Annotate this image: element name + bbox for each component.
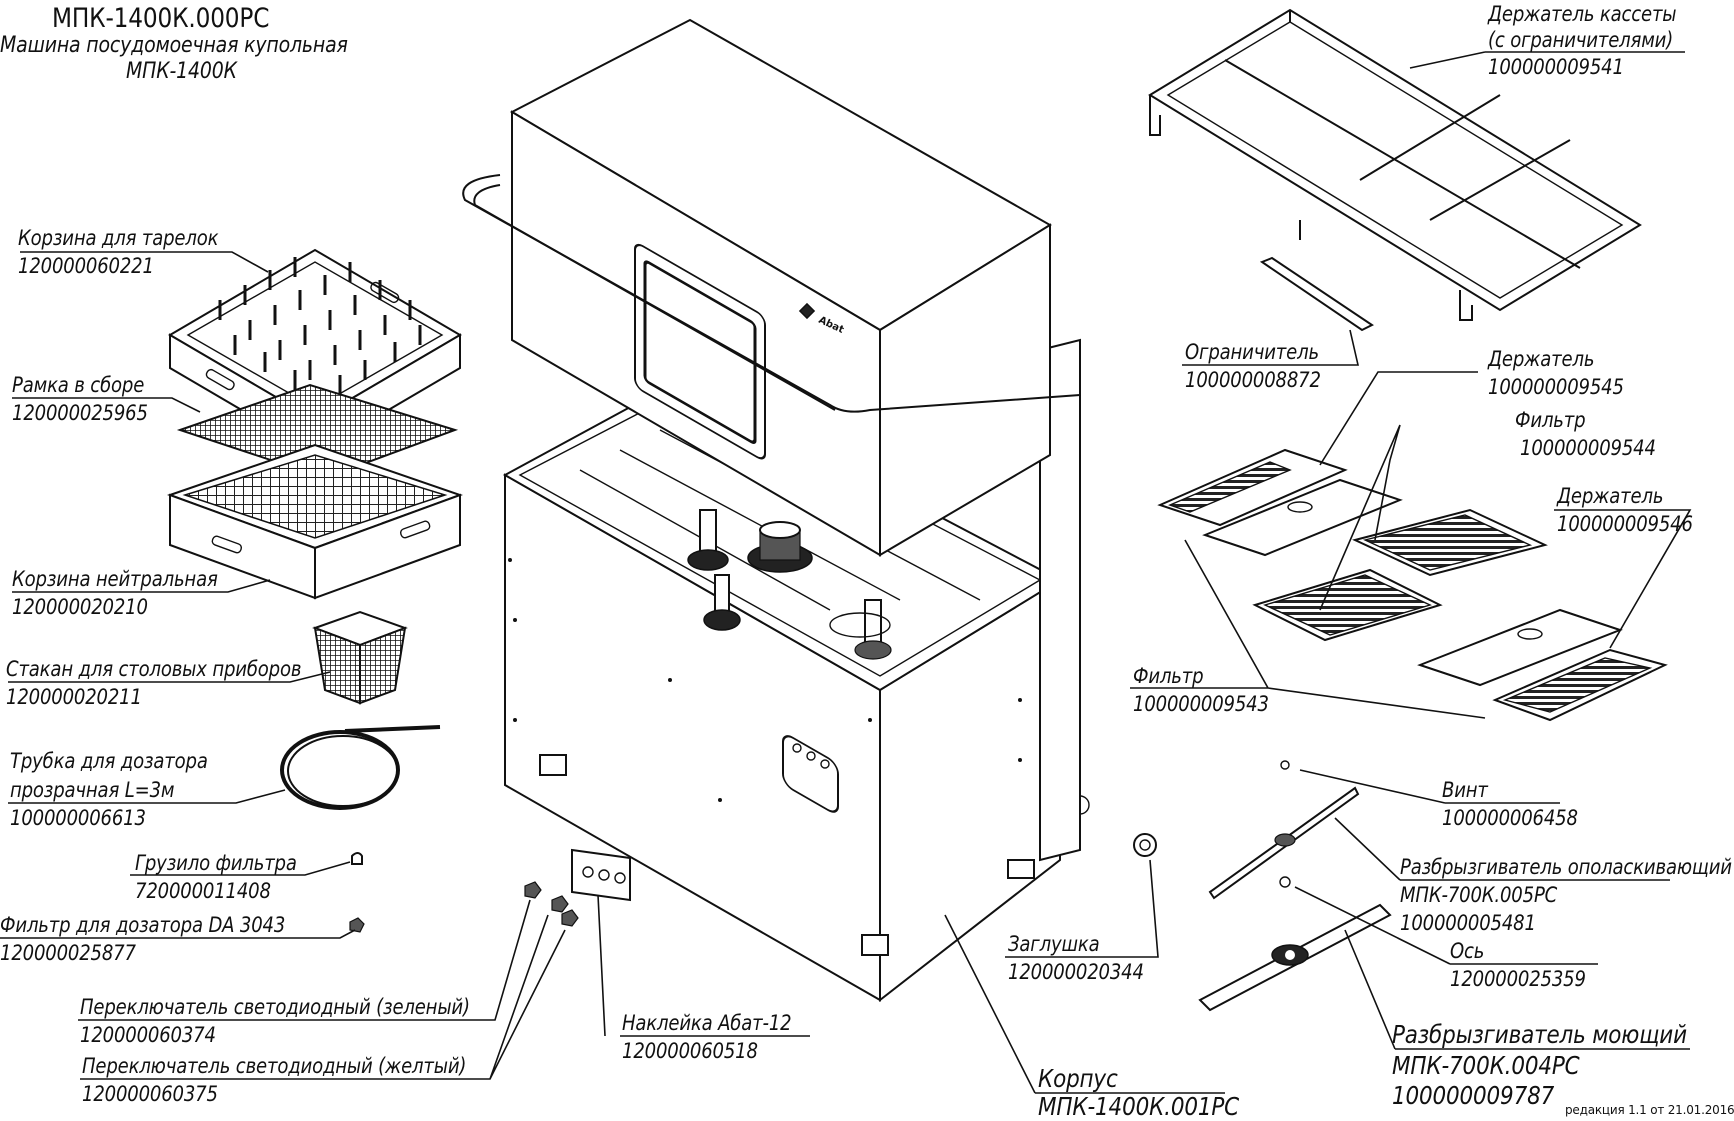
label-axis-number: 120000025359 <box>1450 967 1586 991</box>
limiter-bar-icon <box>1259 256 1374 332</box>
label-led-green-name: Переключатель светодиодный (зеленый) <box>80 995 470 1019</box>
label-holder-a-number: 100000009545 <box>1488 375 1624 399</box>
label-cassette-holder-number: 100000009541 <box>1488 55 1624 79</box>
label-dispenser-filter-name: Фильтр для дозатора DA 3043 <box>0 913 286 937</box>
label-holder-b-name: Держатель <box>1557 484 1664 508</box>
label-plate-basket-number: 120000060221 <box>18 254 154 278</box>
label-wash-sprayer-code: МПК-700К.004РС <box>1392 1051 1580 1080</box>
sticker-plate-icon <box>571 848 631 902</box>
label-plate-basket-name: Корзина для тарелок <box>18 226 219 250</box>
technical-drawing: Abat <box>0 8 1692 1094</box>
label-rinse-sprayer-name: Разбрызгиватель ополаскивающий <box>1400 855 1732 879</box>
dome-dishwasher-icon: Abat <box>462 18 1090 1003</box>
cutlery-cup-icon <box>312 610 408 705</box>
sprayer-arm-icon <box>1198 760 1392 1012</box>
label-tube-number: 100000006613 <box>10 806 146 830</box>
label-screw-number: 100000006458 <box>1442 806 1578 830</box>
tube-coil-icon <box>280 725 441 810</box>
label-limiter-name: Ограничитель <box>1185 340 1319 364</box>
label-rinse-sprayer-code: МПК-700К.005РС <box>1400 883 1558 907</box>
label-cutlery-cup-number: 120000020211 <box>6 685 142 709</box>
drawing-title: Машина посудомоечная купольная <box>0 33 348 58</box>
label-rinse-sprayer-number: 100000005481 <box>1400 911 1536 935</box>
label-filter-a-number: 100000009544 <box>1520 436 1656 460</box>
label-wash-sprayer-number: 100000009787 <box>1392 1081 1555 1110</box>
drawing-model: МПК-1400К <box>126 59 237 84</box>
label-limiter-number: 100000008872 <box>1185 368 1321 392</box>
label-neutral-basket-number: 120000020210 <box>12 595 148 619</box>
label-tube-name2: прозрачная L=3м <box>10 778 175 802</box>
label-filter-weight-name: Грузило фильтра <box>135 851 297 875</box>
cassette-holder-icon <box>1148 8 1642 321</box>
label-cassette-holder-name2: (с ограничителями) <box>1488 28 1674 52</box>
label-plug-name: Заглушка <box>1008 932 1100 956</box>
label-tube-name: Трубка для дозатора <box>10 749 208 773</box>
label-plug-number: 120000020344 <box>1008 960 1144 984</box>
label-dispenser-filter-number: 120000025877 <box>0 941 136 965</box>
label-filter-weight-number: 720000011408 <box>135 879 271 903</box>
label-neutral-basket-name: Корзина нейтральная <box>12 567 218 591</box>
label-led-yellow-name: Переключатель светодиодный (желтый) <box>82 1054 467 1078</box>
drawing-code: МПК-1400К.000РС <box>52 3 270 34</box>
label-holder-b-number: 100000009546 <box>1557 512 1693 536</box>
label-frame-name: Рамка в сборе <box>12 373 145 397</box>
label-body-number: МПК-1400К.001РС <box>1038 1092 1239 1121</box>
label-holder-a-name: Держатель <box>1488 347 1595 371</box>
leader-lines <box>0 51 1692 1094</box>
label-axis-name: Ось <box>1450 939 1485 963</box>
small-parts-icon <box>349 852 579 933</box>
revision-note: редакция 1.1 от 21.01.2016 <box>1565 1103 1734 1117</box>
label-body-name: Корпус <box>1038 1064 1118 1093</box>
label-filter-b-name: Фильтр <box>1133 664 1204 688</box>
plug-icon <box>1133 833 1157 857</box>
neutral-basket-icon <box>167 443 463 600</box>
label-frame-number: 120000025965 <box>12 401 148 425</box>
label-cassette-holder-name: Держатель кассеты <box>1488 2 1677 26</box>
label-filter-b-number: 100000009543 <box>1133 692 1269 716</box>
label-led-green-number: 120000060374 <box>80 1023 216 1047</box>
label-screw-name: Винт <box>1442 778 1488 802</box>
label-wash-sprayer-name: Разбрызгиватель моющий <box>1392 1020 1687 1049</box>
label-filter-a-name: Фильтр <box>1515 408 1586 432</box>
label-sticker-name: Наклейка Абат-12 <box>622 1011 792 1035</box>
label-sticker-number: 120000060518 <box>622 1039 758 1063</box>
label-cutlery-cup-name: Стакан для столовых приборов <box>6 657 302 681</box>
label-led-yellow-number: 120000060375 <box>82 1082 218 1106</box>
